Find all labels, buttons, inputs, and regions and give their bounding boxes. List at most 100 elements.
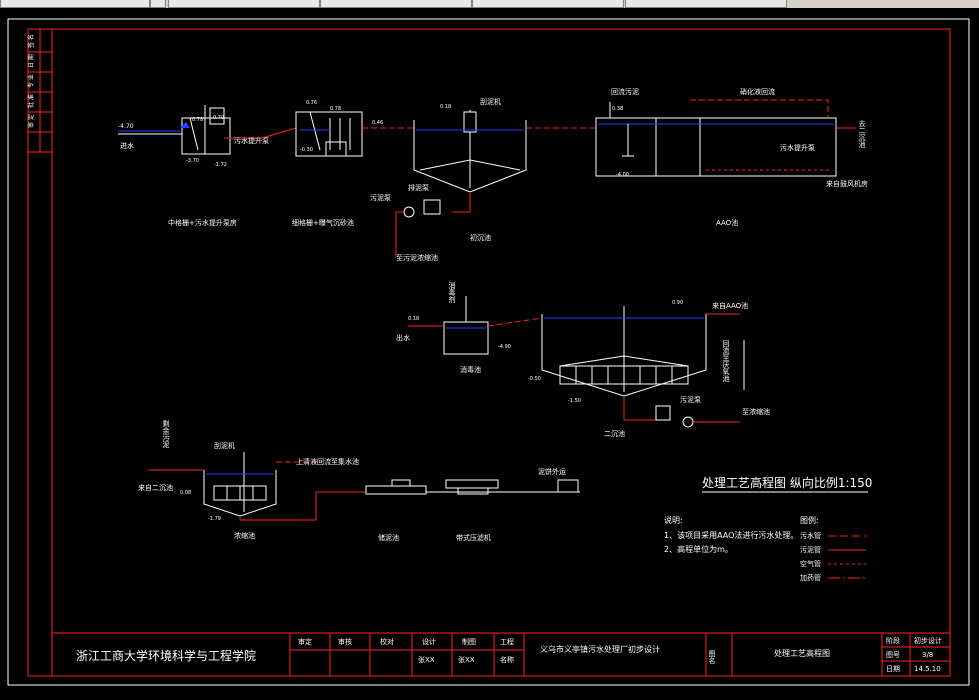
- disinfectant-label: 消毒剂: [448, 281, 456, 304]
- project-name-label: 名称: [500, 655, 514, 664]
- meta-key: 日期: [886, 665, 900, 673]
- elevation-label: -1.72: [214, 162, 227, 168]
- window-tab[interactable]: [0, 0, 150, 8]
- elevation-label: -4.00: [616, 172, 629, 178]
- unit-title: 浓缩池: [234, 531, 255, 540]
- inflow-pipe: [118, 130, 182, 135]
- pump-label: 污泥泵: [370, 194, 391, 202]
- elevation-label: 0.08: [180, 490, 191, 496]
- elevation-label: 0.46: [372, 120, 383, 126]
- elevation-label: 0.18: [440, 104, 451, 110]
- window-tab[interactable]: [320, 0, 472, 8]
- note-item: 1、该项目采用AAO法进行污水处理。: [664, 530, 798, 540]
- title-block: [51, 632, 951, 677]
- nitrate-return-label: 硝化液回流: [740, 87, 775, 96]
- notes-heading: 说明:: [664, 515, 683, 525]
- main-title: 处理工艺高程图 纵向比例1:150: [702, 475, 872, 490]
- window-tab[interactable]: [625, 0, 787, 8]
- drawing-canvas[interactable]: 签 名 日 期 专 业 批 准 审 定 进水 -4.70 污水提升泵 0.70 …: [0, 8, 979, 700]
- legend-item: 加药管: [800, 573, 821, 582]
- sludge-pool: [365, 479, 427, 495]
- drawing-name: 处理工艺高程图: [774, 648, 830, 658]
- note-item: 2、高程单位为m。: [664, 544, 733, 554]
- scraper-label: 刮泥机: [214, 441, 235, 450]
- sludge-pipe: [239, 491, 366, 521]
- tb-col: 审核: [338, 637, 352, 646]
- submersible-label: 污水提升泵: [780, 143, 815, 152]
- meta-key: 图号: [886, 651, 900, 659]
- return-sludge-label: 回流污泥: [611, 87, 639, 96]
- unit-title: 细格栅+曝气沉砂池: [292, 218, 354, 227]
- elevation-label: -3.70: [186, 158, 199, 164]
- cad-drawing: 签 名 日 期 专 业 批 准 审 定 进水 -4.70 污水提升泵 0.70 …: [7, 18, 970, 686]
- grille-pump-house: [180, 105, 231, 155]
- unit-title: 消毒池: [460, 365, 481, 374]
- meta-value: 14.5.10: [914, 665, 941, 673]
- pump-symbol: [682, 416, 694, 428]
- strip-text: 专 业: [27, 74, 35, 88]
- drawing-name-label: 图名: [708, 650, 716, 665]
- drafter: 张XX: [458, 655, 475, 664]
- unit-title: 初沉池: [470, 233, 491, 242]
- elevation-label: -1.50: [568, 398, 581, 404]
- left-strip: [28, 29, 52, 153]
- from-secondary-label: 来自二沉池: [138, 483, 173, 492]
- primary-settling-tank: [413, 111, 527, 193]
- sludge-pipe: [623, 396, 664, 421]
- supernatant-label: 上清液回流至集水池: [296, 457, 359, 466]
- to-secondary-label: 去二沉池: [858, 119, 866, 148]
- inflow-label: 进水: [120, 141, 134, 150]
- tb-col: 工程: [500, 637, 514, 646]
- strip-text: 签 名: [27, 34, 35, 48]
- unit-title: 二沉池: [604, 429, 625, 438]
- school-name: 浙江工商大学环境科学与工程学院: [76, 648, 256, 663]
- elevation-label: -0.50: [528, 376, 541, 382]
- sludge-pipe: [395, 211, 404, 258]
- outflow-label: 出水: [396, 333, 410, 342]
- elevation-label: 0.18: [408, 316, 419, 322]
- legend-item: 污水管: [800, 531, 821, 540]
- outer-frame: [7, 18, 970, 686]
- strip-text: 审 定: [27, 114, 35, 128]
- nitrate-return-pipe: [690, 99, 829, 118]
- thickener-tank: [203, 452, 277, 517]
- unit-title: AAO池: [716, 218, 738, 227]
- elevation-label: 0.78: [192, 117, 203, 123]
- return-label: 回流至厌氧池: [722, 340, 730, 382]
- legend-item: 空气管: [800, 559, 821, 568]
- aao-tank: [595, 117, 837, 177]
- window-tab[interactable]: [168, 0, 320, 8]
- tb-col: 审定: [298, 637, 312, 646]
- tb-col: 制图: [462, 637, 476, 646]
- fine-grille-grit-chamber: [295, 111, 363, 157]
- legend-item: 污泥管: [800, 545, 821, 554]
- elevation-label: -4.70: [118, 123, 134, 130]
- belt-press: [426, 479, 580, 495]
- elevation-label: -1.79: [208, 516, 221, 522]
- window-tab[interactable]: [472, 0, 624, 8]
- elevation-label: 0.90: [672, 300, 683, 306]
- from-secondary-sludge: 剩余污泥: [162, 419, 170, 449]
- elevation-label: 0.78: [330, 106, 341, 112]
- meta-key: 阶段: [886, 636, 900, 645]
- elevation-label: 0.70: [213, 115, 224, 121]
- tb-col: 设计: [422, 637, 436, 646]
- meta-value: 3/8: [922, 651, 933, 659]
- strip-text: 日 期: [27, 54, 35, 68]
- secondary-sludge-box: [655, 405, 671, 421]
- unit-title: 中格栅+污水提升泵房: [168, 218, 237, 227]
- from-blower-label: 来自鼓风机房: [826, 179, 868, 188]
- sewage-pipe: [487, 317, 543, 327]
- window-tab[interactable]: [150, 0, 166, 8]
- disinfection-tank: [443, 321, 489, 355]
- from-aao-label: 来自AAO池: [712, 301, 748, 310]
- cake-out-label: 泥饼外运: [538, 467, 566, 476]
- to-thickener-label: 至污泥浓缩池: [396, 253, 438, 262]
- elevation-label: -0.30: [300, 147, 313, 153]
- to-thickener-label: 至浓缩池: [742, 407, 770, 416]
- unit-title: 储泥池: [378, 533, 399, 542]
- primary-sludge-pump: [423, 199, 441, 215]
- elevation-label: 0.38: [612, 106, 623, 112]
- strip-text: 批 准: [27, 94, 35, 108]
- designer: 张XX: [418, 655, 435, 664]
